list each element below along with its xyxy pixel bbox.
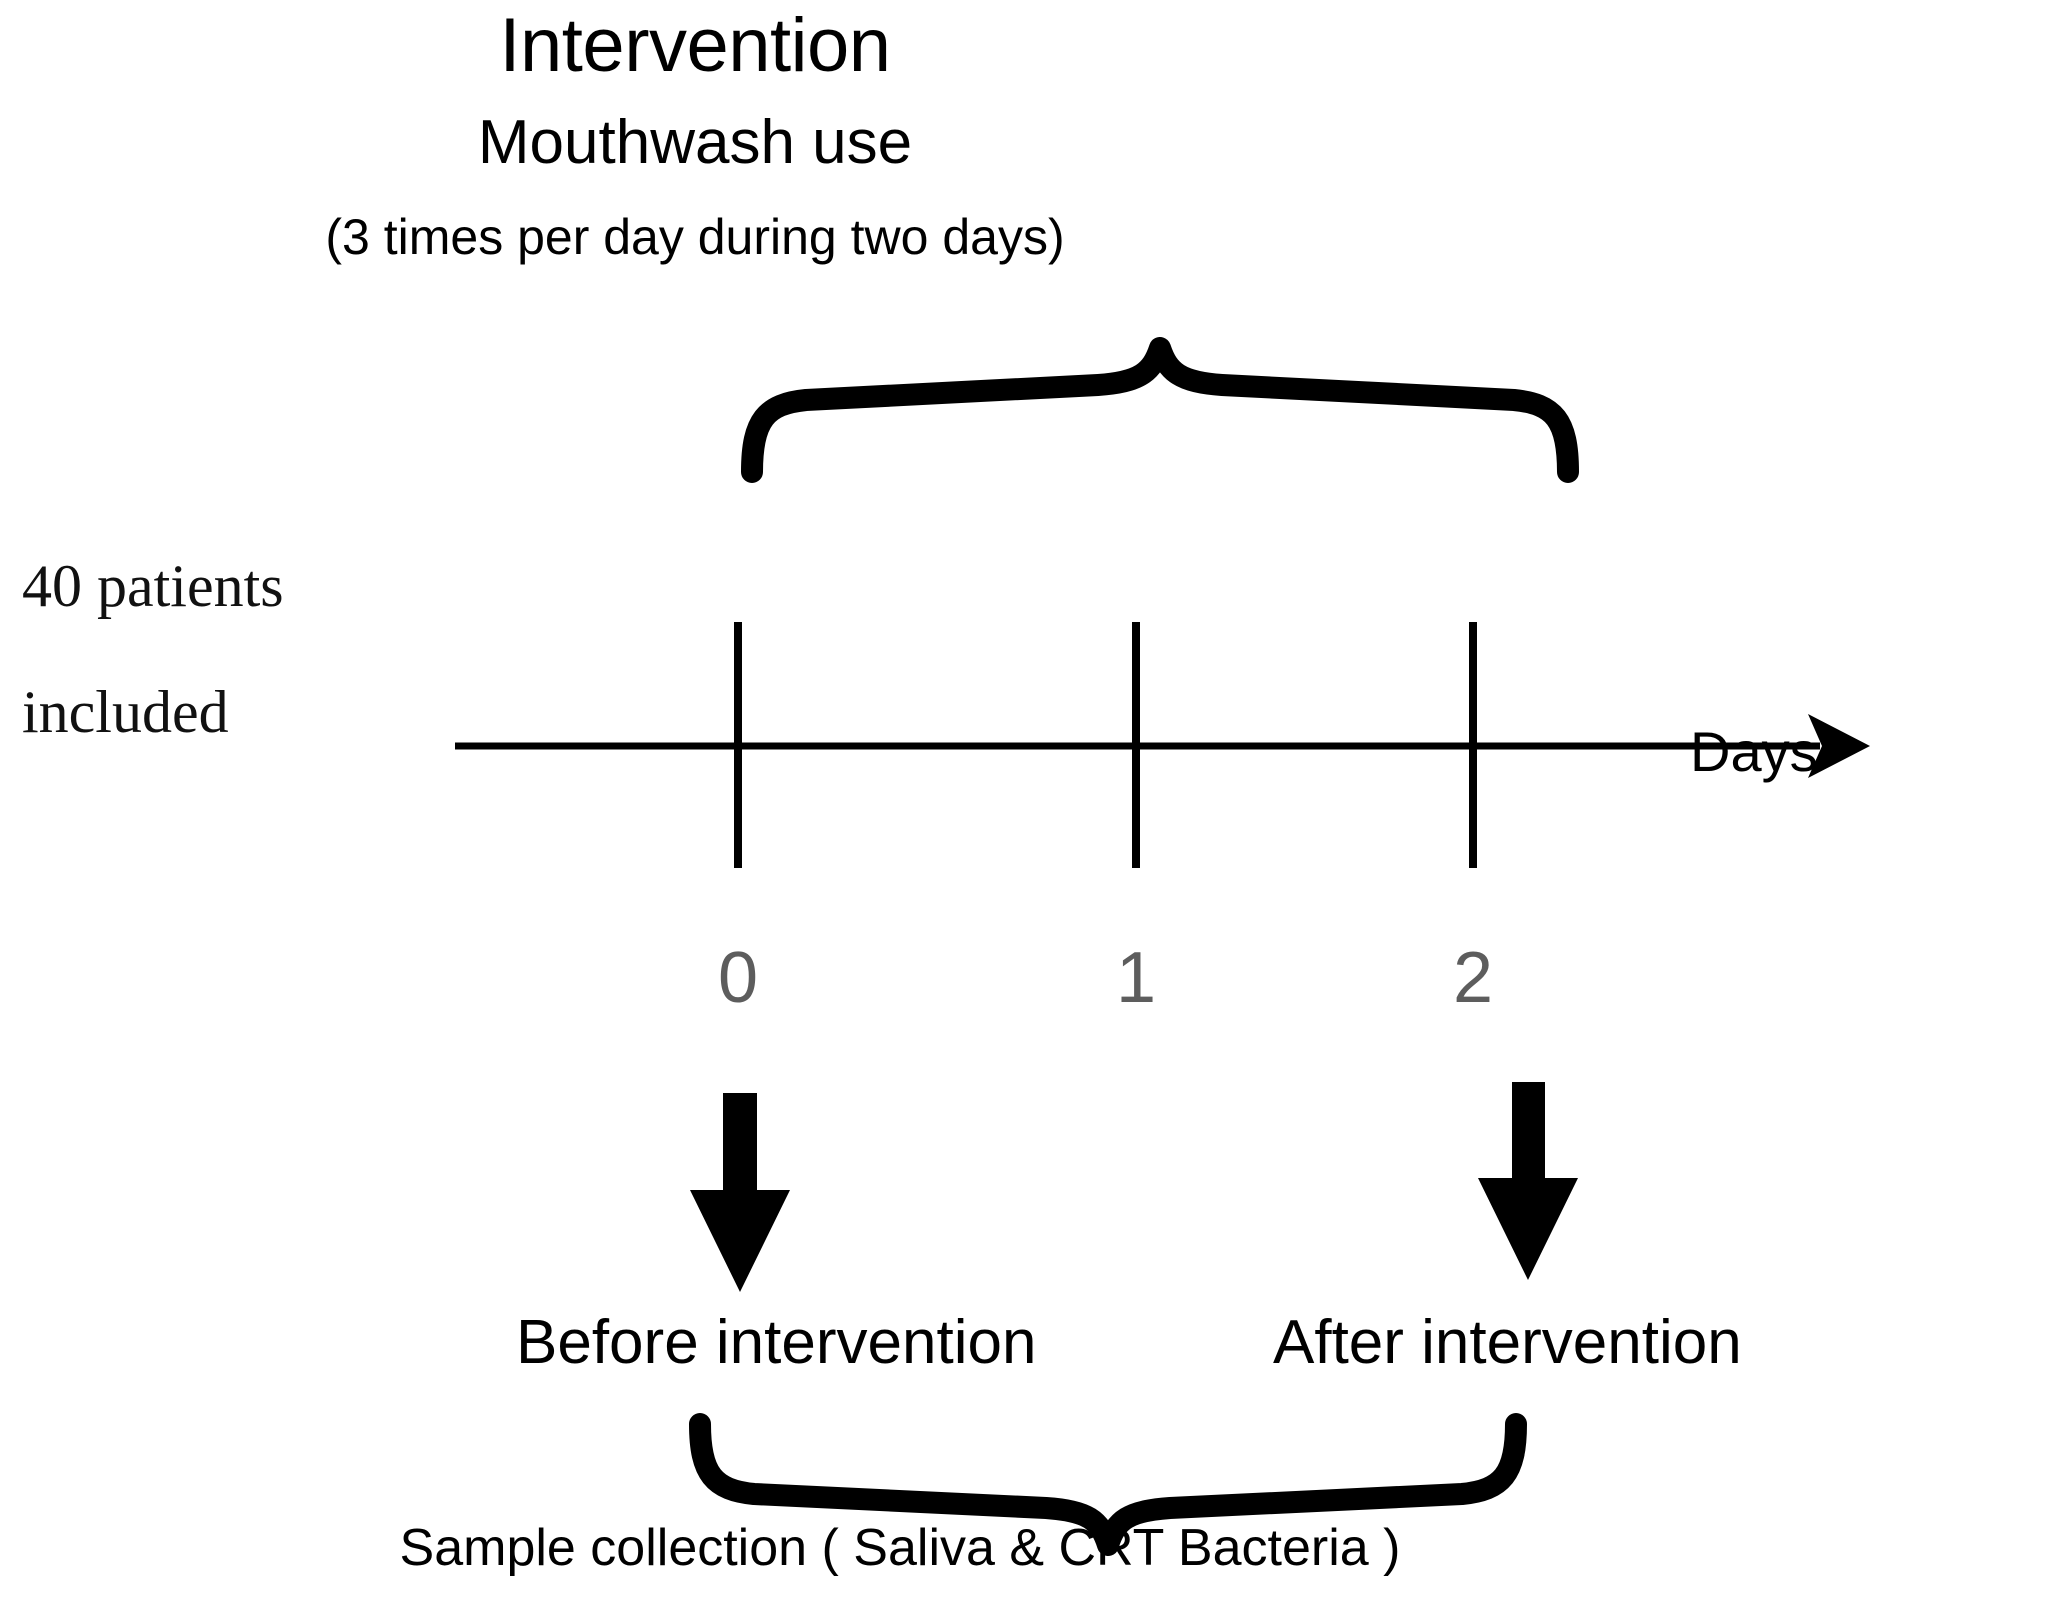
timepoint-label-before: Before intervention <box>516 1308 1037 1377</box>
cohort-label-line2: included <box>22 679 229 745</box>
tick-label-day-2: 2 <box>1452 938 1494 1018</box>
down-arrow-before-icon <box>690 1093 790 1292</box>
sample-collection-caption: Sample collection ( Saliva & CRT Bacteri… <box>399 1519 1401 1577</box>
tick-label-day-0: 0 <box>717 938 759 1018</box>
figure-title: Intervention <box>499 3 891 88</box>
intervention-brace-icon <box>741 337 1579 483</box>
axis-label-days: Days <box>1690 720 1818 783</box>
cohort-label-line1: 40 patients <box>22 553 284 619</box>
timeline-ticks <box>734 622 1477 868</box>
figure-subtitle: Mouthwash use <box>477 108 913 177</box>
tick-label-day-1: 1 <box>1115 938 1157 1018</box>
timepoint-label-after: After intervention <box>1273 1308 1742 1377</box>
frequency-note: (3 times per day during two days) <box>325 209 1065 265</box>
timeline-axis <box>455 714 1870 778</box>
down-arrow-after-icon <box>1478 1082 1578 1280</box>
